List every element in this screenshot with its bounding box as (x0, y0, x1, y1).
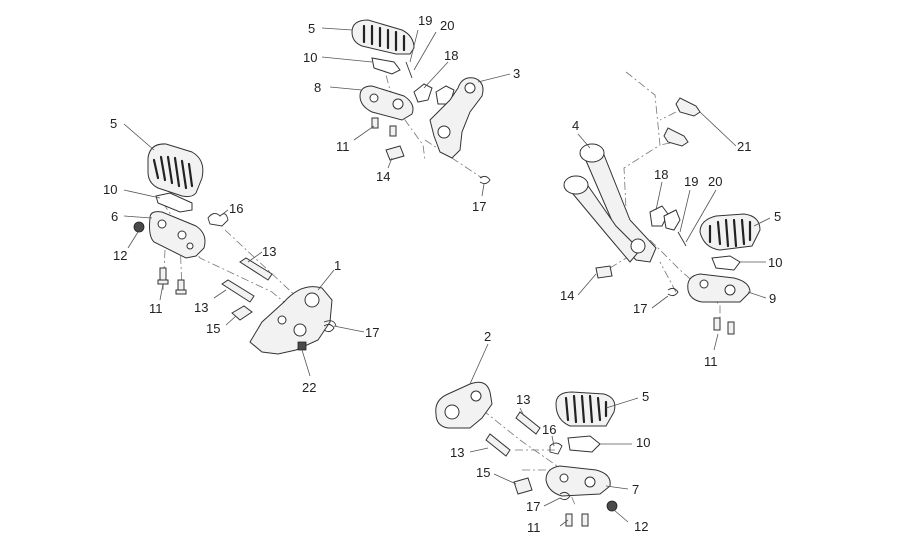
callout-2: 2 (484, 329, 491, 344)
callout-11: 11 (704, 354, 718, 369)
spring (405, 61, 413, 79)
footpeg-rubber (147, 143, 204, 198)
callout-4: 4 (572, 118, 579, 133)
footpeg-pad (567, 435, 601, 453)
nut (133, 221, 145, 233)
spring (549, 442, 563, 455)
callout-17: 17 (365, 325, 379, 340)
callout-labels: 5 10 6 12 16 11 13 13 15 1 17 22 5 10 8 … (103, 13, 782, 535)
bolt (675, 97, 701, 117)
footpeg-lever (563, 143, 657, 263)
callout-1: 1 (334, 258, 341, 273)
callout-5: 5 (642, 389, 649, 404)
callout-20: 20 (440, 18, 454, 33)
bottom-footpeg-group (435, 381, 618, 527)
screw (565, 513, 573, 527)
top-center-footpeg-group (351, 19, 491, 185)
footpeg-support (545, 465, 611, 497)
footpeg-bracket (435, 381, 493, 429)
callout-15: 15 (476, 465, 490, 480)
callout-5: 5 (308, 21, 315, 36)
screw (713, 317, 721, 331)
screw (371, 117, 379, 129)
callout-21: 21 (737, 139, 751, 154)
screw (175, 279, 187, 295)
screw (727, 321, 735, 335)
callout-19: 19 (418, 13, 432, 28)
footpeg-rubber (555, 391, 616, 427)
pin (385, 145, 405, 161)
callout-10: 10 (636, 435, 650, 450)
bolt (239, 257, 273, 281)
screw (157, 267, 169, 285)
callout-9: 9 (769, 291, 776, 306)
callout-5: 5 (110, 116, 117, 131)
spring (207, 213, 229, 227)
callout-13: 13 (450, 445, 464, 460)
callout-17: 17 (472, 199, 486, 214)
callout-13: 13 (262, 244, 276, 259)
footpeg-support (359, 85, 414, 121)
callout-15: 15 (206, 321, 220, 336)
callout-10: 10 (768, 255, 782, 270)
clip (323, 323, 335, 333)
pin (513, 477, 533, 495)
callout-11: 11 (149, 301, 163, 316)
callout-22: 22 (302, 380, 316, 395)
bolt (221, 279, 255, 303)
bolt (485, 433, 511, 457)
screw (581, 513, 589, 527)
callout-18: 18 (444, 48, 458, 63)
callout-10: 10 (303, 50, 317, 65)
callout-7: 7 (632, 482, 639, 497)
footpeg-pad (371, 57, 401, 75)
footpeg-pad (711, 255, 741, 271)
bolt (663, 127, 689, 147)
clip (667, 287, 679, 297)
callout-12: 12 (634, 519, 648, 534)
bushing (464, 82, 476, 94)
callout-12: 12 (113, 248, 127, 263)
callout-13: 13 (516, 392, 530, 407)
callout-16: 16 (229, 201, 243, 216)
callout-6: 6 (111, 209, 118, 224)
callout-8: 8 (314, 80, 321, 95)
callout-17: 17 (526, 499, 540, 514)
footpeg-support (687, 273, 751, 303)
callout-18: 18 (654, 167, 668, 182)
callout-14: 14 (376, 169, 390, 184)
callout-10: 10 (103, 182, 117, 197)
clip (559, 491, 571, 501)
callout-14: 14 (560, 288, 574, 303)
footpeg-rubber (699, 213, 761, 251)
callout-20: 20 (708, 174, 722, 189)
clip (479, 175, 491, 185)
left-footpeg-group (133, 143, 337, 355)
callout-3: 3 (513, 66, 520, 81)
screw (389, 125, 397, 137)
callout-17: 17 (633, 301, 647, 316)
footpeg-rubber (351, 19, 415, 55)
nut (606, 500, 618, 512)
cam-plate (413, 83, 433, 103)
pin (595, 265, 613, 279)
callout-16: 16 (542, 422, 556, 437)
bolt (515, 411, 541, 435)
grub-screw (297, 341, 307, 351)
footpeg-bracket (249, 286, 337, 355)
callout-13: 13 (194, 300, 208, 315)
callout-5: 5 (774, 209, 781, 224)
footpeg-support (149, 211, 206, 259)
leader-lines (123, 27, 771, 527)
callout-11: 11 (336, 139, 350, 154)
pin (231, 305, 253, 321)
callout-11: 11 (527, 520, 541, 535)
callout-19: 19 (684, 174, 698, 189)
footpeg-pad (155, 192, 193, 213)
cam-plate (663, 209, 681, 231)
spring (677, 231, 687, 247)
right-footpeg-group (563, 97, 761, 335)
bushing (437, 125, 451, 139)
